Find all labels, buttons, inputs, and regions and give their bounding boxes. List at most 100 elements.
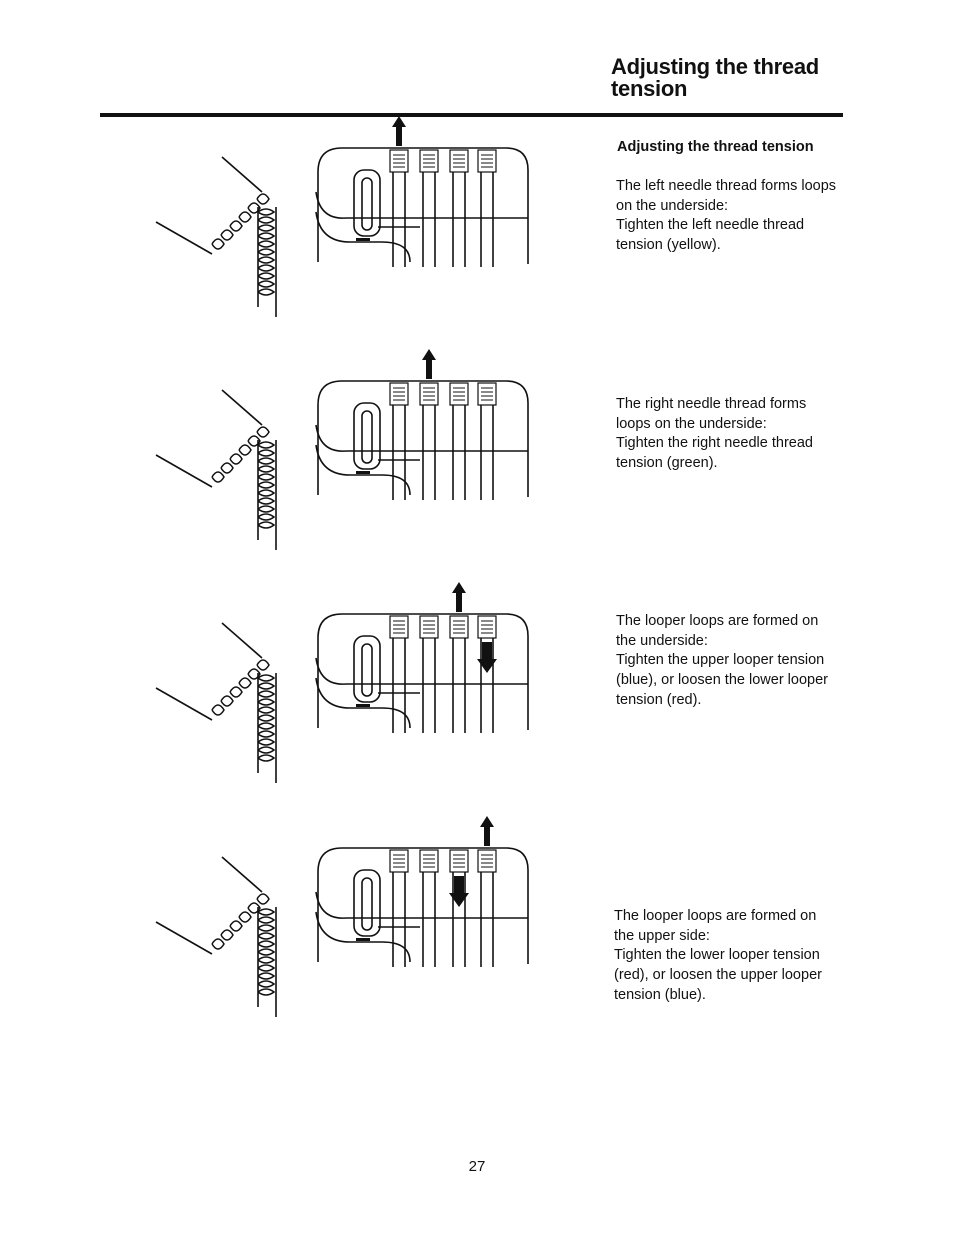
tighten-arrow-icon xyxy=(452,582,466,612)
stitch-loop xyxy=(257,948,276,956)
stitch-sample xyxy=(211,193,276,296)
stitch-loop xyxy=(220,929,234,941)
stitch-sample xyxy=(211,659,276,762)
thread-guide xyxy=(353,169,381,237)
stitch-loop xyxy=(247,668,261,680)
stitch-loop xyxy=(247,435,261,447)
figure-row xyxy=(150,345,550,565)
tension-dial xyxy=(477,149,497,173)
stitch-loop xyxy=(256,193,270,205)
fabric-edge xyxy=(155,622,263,721)
tighten-arrow-icon xyxy=(422,349,436,379)
tension-dial xyxy=(449,615,469,639)
stitch-loop xyxy=(257,714,276,722)
stitch-loop xyxy=(256,893,270,905)
instruction-left-needle: The left needle thread forms loops on th… xyxy=(616,177,856,256)
fabric-edge xyxy=(155,156,263,255)
fabric-edge xyxy=(155,856,263,955)
stitch-loop xyxy=(257,674,276,682)
figure-svg xyxy=(155,582,529,783)
stitch-loop xyxy=(257,908,276,916)
tension-panel-outline xyxy=(317,380,529,497)
stitch-loop xyxy=(257,473,276,481)
instruction-line: Tighten the right needle thread xyxy=(616,435,813,452)
stitch-loop xyxy=(257,481,276,489)
stitch-loop xyxy=(257,924,276,932)
fabric-edge xyxy=(155,389,263,488)
stitch-sample xyxy=(211,426,276,529)
figure-svg xyxy=(155,116,529,317)
figure-svg xyxy=(155,349,529,550)
figure-row xyxy=(150,812,550,1032)
thread-guide-inner xyxy=(361,177,373,231)
tension-dial xyxy=(477,615,497,639)
instruction-line: The right needle thread forms xyxy=(616,396,807,412)
tension-dial xyxy=(389,615,409,639)
lever xyxy=(356,471,370,474)
loosen-arrow-icon xyxy=(449,876,469,907)
title-rule xyxy=(100,113,843,117)
figure-row xyxy=(150,112,550,332)
tension-panel-base xyxy=(315,911,411,963)
stitch-loop xyxy=(257,746,276,754)
lever xyxy=(356,938,370,941)
tension-dial xyxy=(419,382,439,406)
instruction-line: The looper loops are formed on xyxy=(616,613,819,629)
tension-dial xyxy=(389,849,409,873)
thread-guide-inner xyxy=(361,643,373,697)
stitch-loop xyxy=(257,980,276,988)
tension-dial xyxy=(389,382,409,406)
instruction-line: loops on the underside: xyxy=(616,415,767,432)
stitch-loop xyxy=(229,453,243,465)
instruction-looper-underside: The looper loops are formed on the under… xyxy=(616,612,856,711)
tension-dial xyxy=(449,849,469,873)
stitch-loop xyxy=(257,754,276,762)
stitch-loop xyxy=(257,722,276,730)
stitch-loop xyxy=(238,677,252,689)
instruction-line: tension (red). xyxy=(616,691,702,708)
stitch-edge-lines xyxy=(257,440,277,550)
stitch-loop xyxy=(257,240,276,248)
stitch-loop xyxy=(247,202,261,214)
figure-row xyxy=(150,578,550,798)
stitch-sample xyxy=(211,893,276,996)
tighten-arrow-icon xyxy=(392,116,406,146)
stitch-loop xyxy=(257,706,276,714)
tension-panel-base xyxy=(315,444,411,496)
tension-panel-outline xyxy=(317,847,529,964)
tension-dial xyxy=(449,382,469,406)
tension-dial xyxy=(477,382,497,406)
stitch-loop xyxy=(257,932,276,940)
stitch-edge-lines xyxy=(257,907,277,1017)
page-title: Adjusting the thread tension xyxy=(611,54,819,101)
stitch-loop xyxy=(220,462,234,474)
instruction-line: the upper side: xyxy=(614,927,710,944)
stitch-loop xyxy=(256,426,270,438)
tension-dial xyxy=(419,615,439,639)
stitch-loop xyxy=(257,730,276,738)
stitch-loop xyxy=(238,444,252,456)
thread-guide-inner xyxy=(361,410,373,464)
stitch-loop xyxy=(257,264,276,272)
stitch-loop xyxy=(257,988,276,996)
tension-panel-lower xyxy=(315,424,528,452)
stitch-loop xyxy=(257,497,276,505)
instruction-line: Tighten the upper looper tension xyxy=(616,652,825,669)
instruction-line: tension (green). xyxy=(616,455,718,472)
stitch-loop xyxy=(211,938,225,950)
stitch-loop xyxy=(257,441,276,449)
instruction-line: The left needle thread forms loops xyxy=(616,178,837,194)
stitch-loop xyxy=(257,505,276,513)
instruction-line: tension (blue). xyxy=(614,986,706,1003)
instruction-right-needle: The right needle thread forms loops on t… xyxy=(616,395,856,474)
stitch-loop xyxy=(229,920,243,932)
stitch-loop xyxy=(257,232,276,240)
tension-panel-lower xyxy=(315,191,528,219)
instruction-line: The looper loops are formed on xyxy=(614,908,817,924)
stitch-loop xyxy=(238,911,252,923)
stitch-loop xyxy=(211,471,225,483)
stitch-loop xyxy=(257,280,276,288)
figure-svg xyxy=(155,816,529,1017)
tighten-arrow-icon xyxy=(480,816,494,846)
instruction-line: Tighten the lower looper tension xyxy=(614,947,820,964)
